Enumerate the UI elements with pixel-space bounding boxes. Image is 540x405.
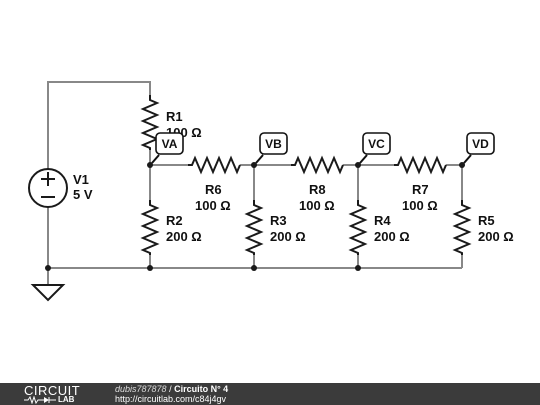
resistor-r5-value: 200 Ω [478, 229, 514, 244]
junction-dot [251, 162, 257, 168]
probe-vb-pointer [255, 154, 264, 164]
probe-vc[interactable]: VC [359, 132, 391, 164]
probe-vc-box [362, 132, 391, 155]
probe-va-box [155, 132, 184, 155]
junction-dot [147, 162, 153, 168]
circuitlab-logo: CIRCUIT LAB [24, 384, 96, 404]
wire-top-loop [47, 81, 151, 169]
source-value: 5 V [73, 187, 93, 202]
resistor-r6-zigzag [188, 155, 241, 175]
junction-dot [355, 265, 361, 271]
circuit-schematic: V1 5 V R1 100 Ω R6 100 Ω R8 100 Ω R7 [28, 81, 514, 302]
resistor-r3: R3 200 Ω [244, 200, 306, 255]
circuit-url[interactable]: http://circuitlab.com/c84j4gv [115, 394, 227, 404]
probe-vd[interactable]: VD [463, 132, 495, 164]
resistor-r6-value: 100 Ω [195, 198, 231, 213]
junction-dots [45, 162, 465, 271]
diode-logo-icon [24, 396, 56, 404]
logo-bottom-text: LAB [58, 395, 75, 404]
resistor-r8-value: 100 Ω [299, 198, 335, 213]
junction-dot [355, 162, 361, 168]
author-name[interactable]: dubis787878 [115, 384, 167, 394]
resistor-r3-value: 200 Ω [270, 229, 306, 244]
ground-icon [30, 284, 66, 302]
resistor-r4: R4 200 Ω [348, 200, 410, 255]
probe-vb-box [259, 132, 288, 155]
logo-top-text: CIRCUIT [24, 383, 81, 398]
resistor-r2-zigzag [140, 200, 160, 255]
probe-vd-label: VD [472, 137, 489, 151]
resistor-r3-id: R3 [270, 213, 287, 228]
resistor-r6-id: R6 [205, 182, 222, 197]
credits: dubis787878 / Circuito N° 4 http://circu… [115, 384, 228, 404]
resistor-r1-id: R1 [166, 109, 183, 124]
resistor-r7: R7 100 Ω [394, 155, 447, 213]
resistor-r5-zigzag [452, 200, 472, 255]
resistor-r2: R2 200 Ω [140, 200, 202, 255]
resistor-r5: R5 200 Ω [452, 200, 514, 255]
resistor-r8-zigzag [291, 155, 344, 175]
probe-vd-pointer [463, 154, 472, 164]
separator: / [166, 384, 175, 394]
voltage-source-v1: V1 5 V [28, 168, 93, 208]
resistor-r7-value: 100 Ω [402, 198, 438, 213]
probe-va-label: VA [162, 137, 178, 151]
resistor-r7-id: R7 [412, 182, 429, 197]
junction-dot [147, 265, 153, 271]
resistor-r8: R8 100 Ω [291, 155, 344, 213]
probe-vb[interactable]: VB [255, 132, 288, 164]
resistor-r4-zigzag [348, 200, 368, 255]
probe-vb-label: VB [265, 137, 282, 151]
probe-vd-box [466, 132, 495, 155]
probe-va[interactable]: VA [151, 132, 184, 164]
source-name: V1 [73, 172, 89, 187]
resistor-r2-id: R2 [166, 213, 183, 228]
junction-dot [45, 265, 51, 271]
probe-vc-label: VC [368, 137, 385, 151]
resistor-r5-id: R5 [478, 213, 495, 228]
resistor-r3-zigzag [244, 200, 264, 255]
resistor-r4-id: R4 [374, 213, 391, 228]
junction-dot [459, 162, 465, 168]
source-circle [28, 168, 68, 208]
resistor-r8-id: R8 [309, 182, 326, 197]
footer-bar: CIRCUIT LAB dubis787878 / Circuito N° 4 … [0, 383, 540, 405]
resistor-r2-value: 200 Ω [166, 229, 202, 244]
resistor-r4-value: 200 Ω [374, 229, 410, 244]
probe-va-pointer [151, 154, 160, 164]
resistor-r6: R6 100 Ω [188, 155, 241, 213]
probe-vc-pointer [359, 154, 368, 164]
resistor-r1-zigzag [140, 95, 160, 150]
junction-dot [251, 265, 257, 271]
circuit-title: Circuito N° 4 [174, 384, 229, 394]
resistor-r7-zigzag [394, 155, 447, 175]
